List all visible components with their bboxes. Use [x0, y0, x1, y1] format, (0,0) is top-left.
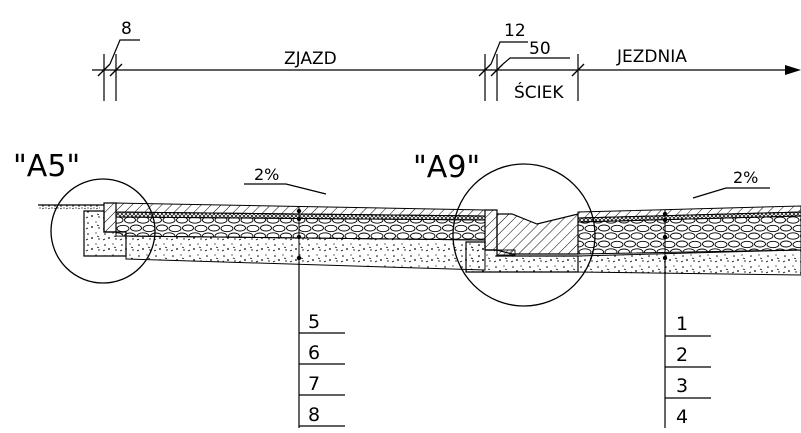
slope-arrow-left: [244, 183, 327, 195]
layer-number-2: 2: [676, 344, 688, 366]
layer-table-left: 5 6 7 8: [298, 262, 345, 428]
slope-label-right: 2%: [733, 168, 758, 187]
layer-number-3: 3: [676, 375, 688, 397]
layer-number-6: 6: [308, 342, 320, 364]
dimension-line: [92, 39, 801, 101]
jezdnia-aggregate-base: [577, 215, 801, 255]
kerb-a9: [484, 209, 498, 251]
dim-jezdnia-label: JEZDNIA: [616, 47, 687, 67]
detail-circle-a9: [452, 163, 596, 307]
layer-number-1: 1: [676, 313, 688, 335]
layer-table-right: 1 2 3 4: [664, 262, 711, 428]
zjazd-subbase: [125, 235, 486, 271]
edge-kerb-a5: [103, 202, 117, 233]
layer-number-8: 8: [308, 404, 320, 426]
dim-12-label: 12: [504, 21, 526, 41]
layer-number-7: 7: [308, 373, 320, 395]
jezdnia-subbase: [577, 249, 801, 276]
layer-number-5: 5: [308, 311, 320, 333]
slope-label-left: 2%: [254, 165, 279, 184]
jezdnia-binder-layer: [577, 211, 801, 223]
kerb-foundation-a5: [83, 210, 127, 257]
slope-arrow-right: [692, 187, 770, 199]
detail-label-a9: "A9": [413, 150, 480, 185]
layer-number-4: 4: [676, 406, 688, 428]
dim-sciek-label: ŚCIEK: [514, 81, 564, 103]
dim-8-label: 8: [121, 19, 132, 39]
channel-foundation: [465, 241, 579, 273]
dim-50-label: 50: [529, 39, 551, 59]
detail-circle-a5: [50, 178, 156, 284]
detail-label-a5: "A5": [13, 149, 80, 184]
jezdnia-wearing-layer: [577, 205, 801, 219]
drainage-channel: [496, 213, 579, 255]
cross-section: [38, 202, 801, 276]
dim-zjazd-label: ZJAZD: [284, 49, 337, 69]
channel-bedding: [496, 249, 516, 256]
